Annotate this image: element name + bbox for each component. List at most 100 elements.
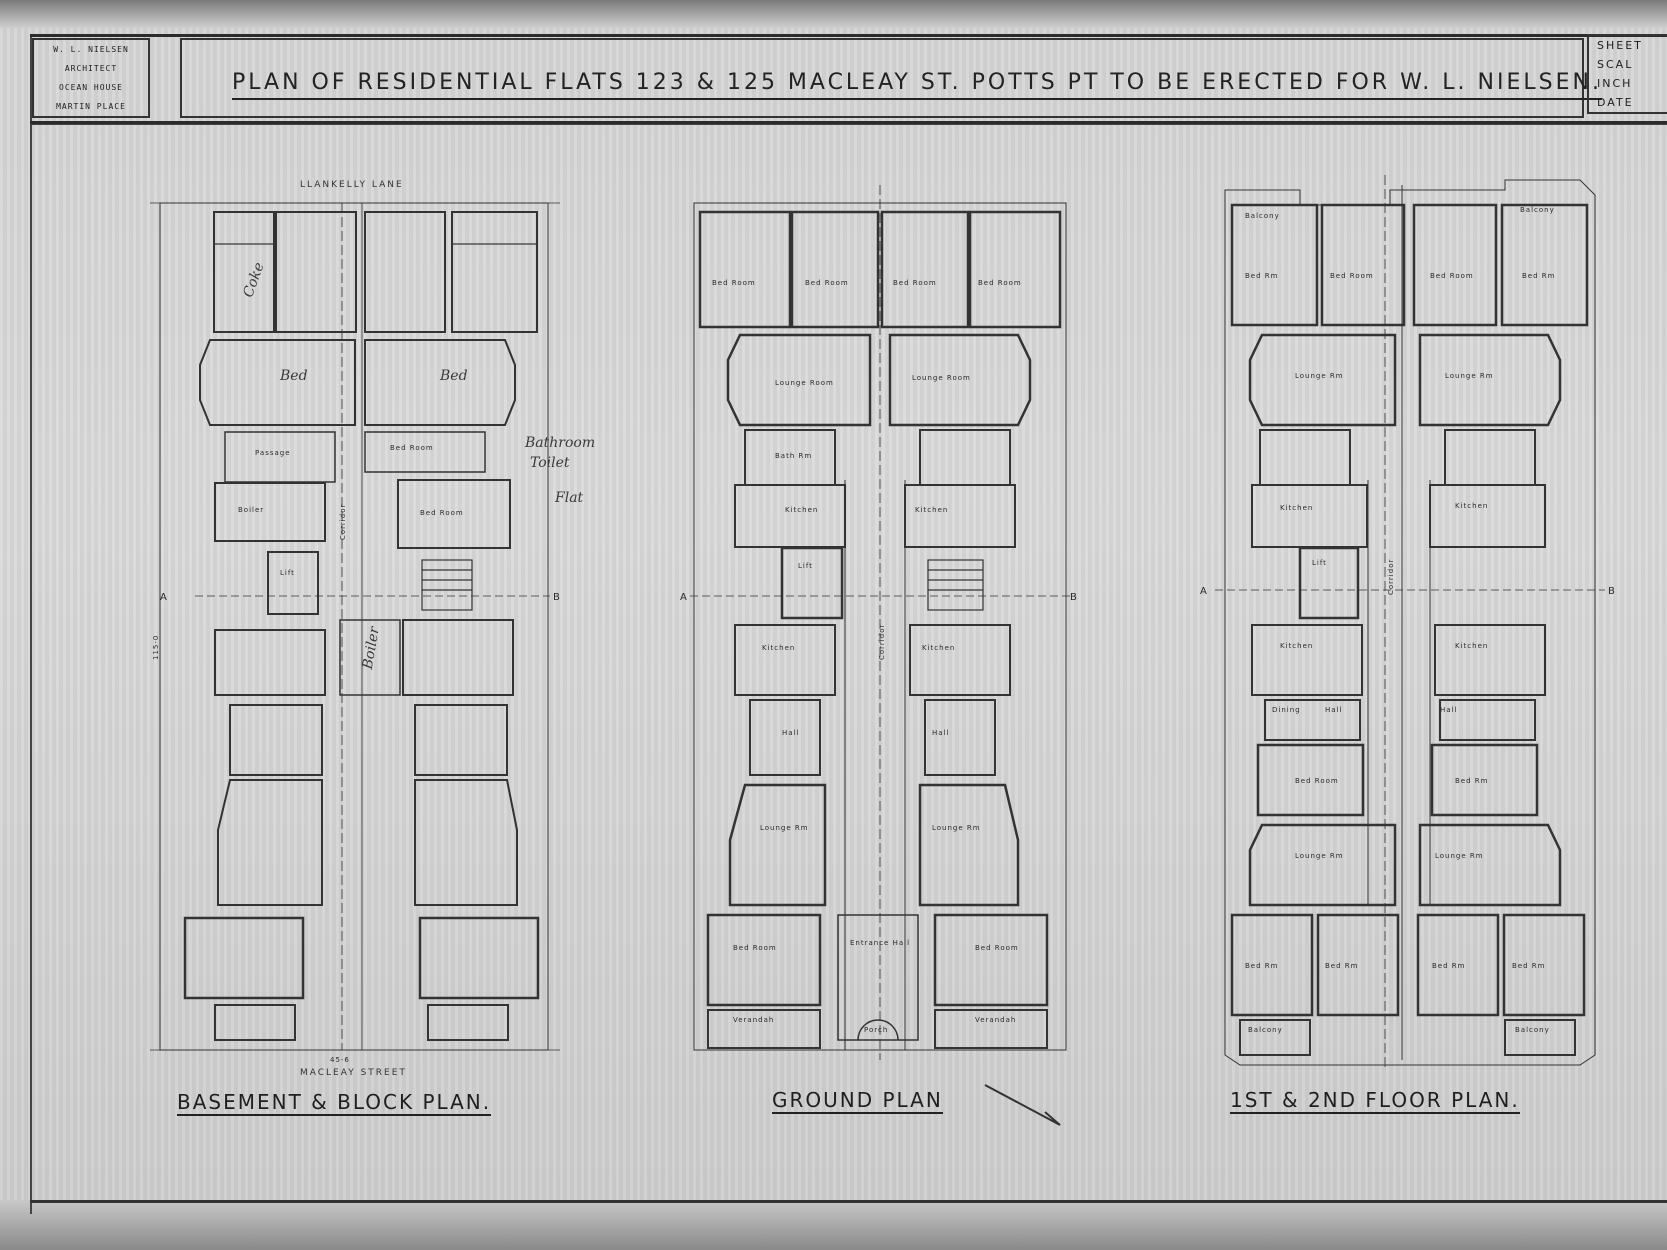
room-label: Verandah — [975, 1016, 1016, 1024]
room-label: Kitchen — [1280, 504, 1313, 512]
section-mark-a: A — [1200, 586, 1207, 597]
room-label: Kitchen — [785, 506, 818, 514]
room-label: Balcony — [1248, 1026, 1283, 1034]
drawing-title-text: Plan of Residential Flats 123 & 125 Macl… — [232, 70, 1602, 100]
ground-caption-text: Ground Plan — [772, 1088, 943, 1114]
room-label: Corridor — [1387, 559, 1395, 595]
room-label: Hall — [782, 729, 799, 737]
room-label: Bed Rm — [1245, 962, 1278, 970]
room-label: Lift — [1312, 559, 1327, 567]
room-label: Dining — [1272, 706, 1301, 714]
room-label: Bed Room — [420, 509, 464, 517]
room-label: Kitchen — [1455, 642, 1488, 650]
room-label: Bed Rm — [1455, 777, 1488, 785]
section-mark-a: A — [160, 592, 167, 603]
room-label: Lounge Rm — [1445, 372, 1494, 380]
section-mark-b: B — [553, 592, 560, 603]
room-label: Bed Room — [1430, 272, 1474, 280]
drawing-title: Plan of Residential Flats 123 & 125 Macl… — [232, 70, 1602, 100]
room-label: Bed Room — [733, 944, 777, 952]
room-label: Bath Rm — [775, 452, 812, 460]
sheet-info-line: SCAL — [1597, 58, 1634, 71]
room-label: Bed Room — [978, 279, 1022, 287]
room-label: Bed Rm — [1325, 962, 1358, 970]
room-label: Hall — [1325, 706, 1342, 714]
room-label: Kitchen — [922, 644, 955, 652]
room-label: Hall — [932, 729, 949, 737]
depth-dimension: 115-0 — [152, 635, 160, 660]
room-label: Balcony — [1515, 1026, 1550, 1034]
sheet-info-line: INCH — [1597, 77, 1633, 90]
room-label: Bed Room — [893, 279, 937, 287]
frame-left-line — [30, 34, 32, 1214]
basement-room-labels: Passage Bed Room Bed Room Boiler Lift Co… — [152, 444, 464, 1064]
frontage-dimension: 45-6 — [330, 1056, 350, 1064]
frame-bottom-line — [30, 1200, 1667, 1203]
section-mark-b: B — [1608, 586, 1615, 597]
sheet-top-edge — [0, 0, 1667, 28]
sheet-info-line: DATE — [1597, 96, 1634, 109]
room-label: Boiler — [238, 506, 264, 514]
room-label: Entrance Hall — [850, 939, 910, 947]
room-label: Lounge Rm — [1435, 852, 1484, 860]
room-label: Bed Room — [1330, 272, 1374, 280]
basement-plan-caption: Basement & Block Plan. — [177, 1090, 492, 1116]
section-marks: A B A B A B — [160, 586, 1615, 603]
architect-line: ARCHITECT — [64, 64, 118, 73]
room-label: Lounge Room — [912, 374, 971, 382]
sheet-info-line: SHEET — [1597, 39, 1643, 52]
title-box — [180, 38, 1584, 118]
title-bar — [30, 34, 1667, 124]
room-label: Kitchen — [1280, 642, 1313, 650]
room-label: Kitchen — [915, 506, 948, 514]
room-label: Bed Rm — [1512, 962, 1545, 970]
architect-line: MARTIN PLACE — [56, 102, 126, 111]
room-label: Lounge Room — [775, 379, 834, 387]
room-label: Kitchen — [1455, 502, 1488, 510]
ground-plan-caption: Ground Plan — [772, 1088, 943, 1114]
lane-label: Llankelly Lane — [300, 180, 404, 190]
section-mark-a: A — [680, 592, 687, 603]
room-label: Lift — [280, 569, 295, 577]
room-label: Verandah — [733, 1016, 774, 1024]
section-mark-b: B — [1070, 592, 1077, 603]
room-label: Porch — [864, 1026, 888, 1034]
room-label: Balcony — [1520, 206, 1555, 214]
room-label: Bed Rm — [1245, 272, 1278, 280]
room-label: Bed Room — [975, 944, 1019, 952]
room-label: Bed Room — [805, 279, 849, 287]
handwritten-note: Bed — [280, 368, 308, 384]
ground-room-labels: Bed Room Bed Room Bed Room Bed Room Loun… — [712, 279, 1022, 1034]
room-label: Corridor — [339, 504, 347, 540]
room-label: Hall — [1440, 706, 1457, 714]
handwritten-note: Bathroom — [525, 435, 596, 451]
upper-room-labels: Balcony Balcony Bed Rm Bed Room Bed Room… — [1245, 206, 1555, 1034]
room-label: Passage — [255, 449, 291, 457]
street-label: Macleay Street — [300, 1068, 407, 1078]
room-label: Bed Room — [390, 444, 434, 452]
room-label: Bed Rm — [1522, 272, 1555, 280]
room-label: Bed Rm — [1432, 962, 1465, 970]
sheet-info-block: SHEET SCAL INCH DATE — [1587, 34, 1667, 114]
room-label: Bed Room — [1295, 777, 1339, 785]
room-label: Kitchen — [762, 644, 795, 652]
sheet-bottom-edge — [0, 1200, 1667, 1250]
room-label: Lounge Rm — [760, 824, 809, 832]
upper-floor-plan — [1215, 175, 1605, 1070]
architect-block: W. L. NIELSEN ARCHITECT OCEAN HOUSE MART… — [32, 38, 150, 118]
handwritten-note: Toilet — [530, 455, 570, 471]
handwritten-note: Flat — [555, 490, 584, 506]
basement-caption-text: Basement & Block Plan. — [177, 1090, 492, 1116]
architect-line: W. L. NIELSEN — [53, 45, 129, 54]
room-label: Bed Room — [712, 279, 756, 287]
room-label: Balcony — [1245, 212, 1280, 220]
room-label: Lift — [798, 562, 813, 570]
basement-plan — [150, 202, 560, 1051]
upper-plan-caption: 1st & 2nd Floor Plan. — [1230, 1088, 1520, 1114]
architect-line: OCEAN HOUSE — [59, 83, 123, 92]
room-label: Lounge Rm — [1295, 372, 1344, 380]
room-label: Lounge Rm — [1295, 852, 1344, 860]
ground-plan — [690, 185, 1075, 1060]
frame-top-line — [30, 124, 1667, 125]
